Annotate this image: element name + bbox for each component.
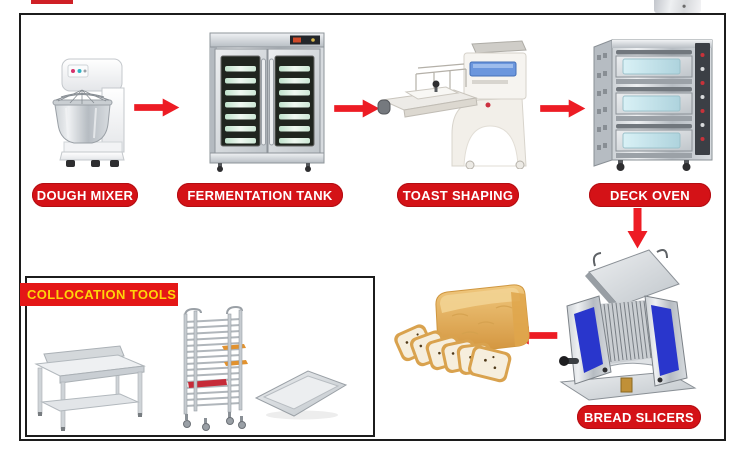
sliced-toast-bread-image <box>386 276 558 388</box>
badge-label: DOUGH MIXER <box>36 187 134 203</box>
badge-fermentation-tank: FERMENTATION TANK <box>177 183 343 207</box>
badge-dough-mixer: DOUGH MIXER <box>32 183 138 207</box>
badge-label: BREAD SLICERS <box>583 409 695 425</box>
bread-slicer-illustration <box>559 249 697 401</box>
tray-trolley-image <box>170 306 254 432</box>
badge-label: FERMENTATION TANK <box>187 187 333 203</box>
flow-arrow-1-right-icon <box>134 98 180 117</box>
tray-trolley-rack-illustration <box>183 306 248 431</box>
deck-oven-illustration <box>593 39 713 171</box>
top-red-fragment <box>31 0 73 4</box>
badge-deck-oven: DECK OVEN <box>589 183 711 207</box>
baking-tray-illustration <box>254 370 348 420</box>
badge-toast-shaping: TOAST SHAPING <box>397 183 519 207</box>
flow-arrow-2-right-icon <box>334 99 380 118</box>
flow-arrow-4-down-icon <box>627 208 648 249</box>
collocation-tools-box <box>25 276 375 437</box>
toast-moulder-illustration <box>377 40 527 169</box>
toast-shaping-machine-image <box>376 38 532 169</box>
stainless-work-table-illustration <box>34 345 146 431</box>
badge-label: TOAST SHAPING <box>402 187 514 203</box>
fermentation-tank-image <box>204 31 331 172</box>
collocation-tools-title: COLLOCATION TOOLS <box>20 283 178 306</box>
work-table-image <box>32 342 150 434</box>
proofing-cabinet-illustration <box>209 32 325 172</box>
sliced-toast-loaf-illustration <box>394 284 530 383</box>
baking-tray-image <box>252 368 350 422</box>
badge-bread-slicers: BREAD SLICERS <box>577 405 701 429</box>
flow-arrow-3-right-icon <box>540 99 586 118</box>
badge-label: DECK OVEN <box>610 187 690 203</box>
deck-oven-image <box>592 33 718 172</box>
outer-frame-border <box>19 13 726 441</box>
dough-mixer-image <box>44 46 136 173</box>
bread-slicer-image <box>559 246 701 402</box>
chef-photo-fragment <box>654 0 701 13</box>
spiral-dough-mixer-illustration <box>52 58 125 167</box>
